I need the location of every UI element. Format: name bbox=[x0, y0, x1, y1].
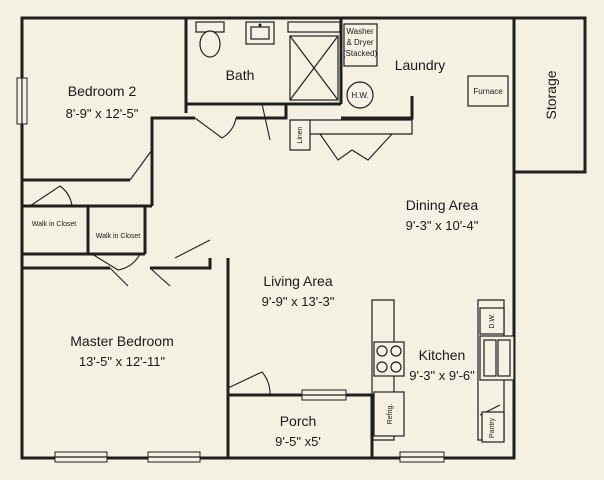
living-dims: 9'-9" x 13'-3" bbox=[262, 294, 335, 309]
washer-label-1: Washer bbox=[346, 27, 374, 36]
washer-label-3: (Stacked) bbox=[343, 49, 378, 58]
dining-name: Dining Area bbox=[406, 197, 479, 213]
master-name: Master Bedroom bbox=[70, 333, 173, 349]
pantry-label: Pantry bbox=[489, 417, 496, 438]
furnace-label: Furnace bbox=[473, 87, 503, 96]
water-heater bbox=[346, 81, 374, 109]
interior-walls bbox=[20, 18, 516, 458]
toilet-bowl bbox=[199, 30, 221, 58]
washer-dryer bbox=[343, 23, 378, 67]
dining-dims: 9'-3" x 10'-4" bbox=[406, 218, 479, 233]
room-labels: Bedroom 2 8'-9" x 12'-5" Bath Laundry St… bbox=[66, 57, 559, 449]
linen-label: Linen bbox=[297, 126, 304, 143]
master-dims: 13'-5" x 12'-11" bbox=[79, 354, 166, 369]
living-name: Living Area bbox=[263, 273, 332, 289]
porch-name: Porch bbox=[280, 413, 317, 429]
kitchen-name: Kitchen bbox=[419, 347, 466, 363]
bath-name: Bath bbox=[226, 67, 255, 83]
hw-label: H.W. bbox=[351, 91, 368, 100]
fixtures bbox=[195, 21, 515, 443]
doors bbox=[29, 103, 501, 416]
kitchen-dims: 9'-3" x 9'-6" bbox=[409, 368, 475, 383]
bedroom2-name: Bedroom 2 bbox=[68, 83, 137, 99]
fixture-labels: Washer & Dryer (Stacked) H.W. Furnace Li… bbox=[32, 27, 503, 438]
dishwasher bbox=[479, 307, 505, 335]
refrigerator bbox=[373, 391, 405, 437]
dw-label: D.W. bbox=[489, 313, 496, 328]
storage-name: Storage bbox=[543, 70, 559, 119]
porch-dims: 9'-5" x5' bbox=[275, 434, 321, 449]
furnace bbox=[467, 75, 509, 107]
laundry-name: Laundry bbox=[395, 57, 446, 73]
pantry bbox=[481, 411, 505, 443]
bedroom2-dims: 8'-9" x 12'-5" bbox=[66, 106, 139, 121]
windows bbox=[16, 77, 445, 463]
washer-label-2: & Dryer bbox=[346, 38, 373, 47]
closet-right-label: Walk in Closet bbox=[96, 233, 141, 240]
refrig-label: Refrig. bbox=[387, 404, 394, 425]
closet-left-label: Walk in Closet bbox=[32, 221, 77, 228]
